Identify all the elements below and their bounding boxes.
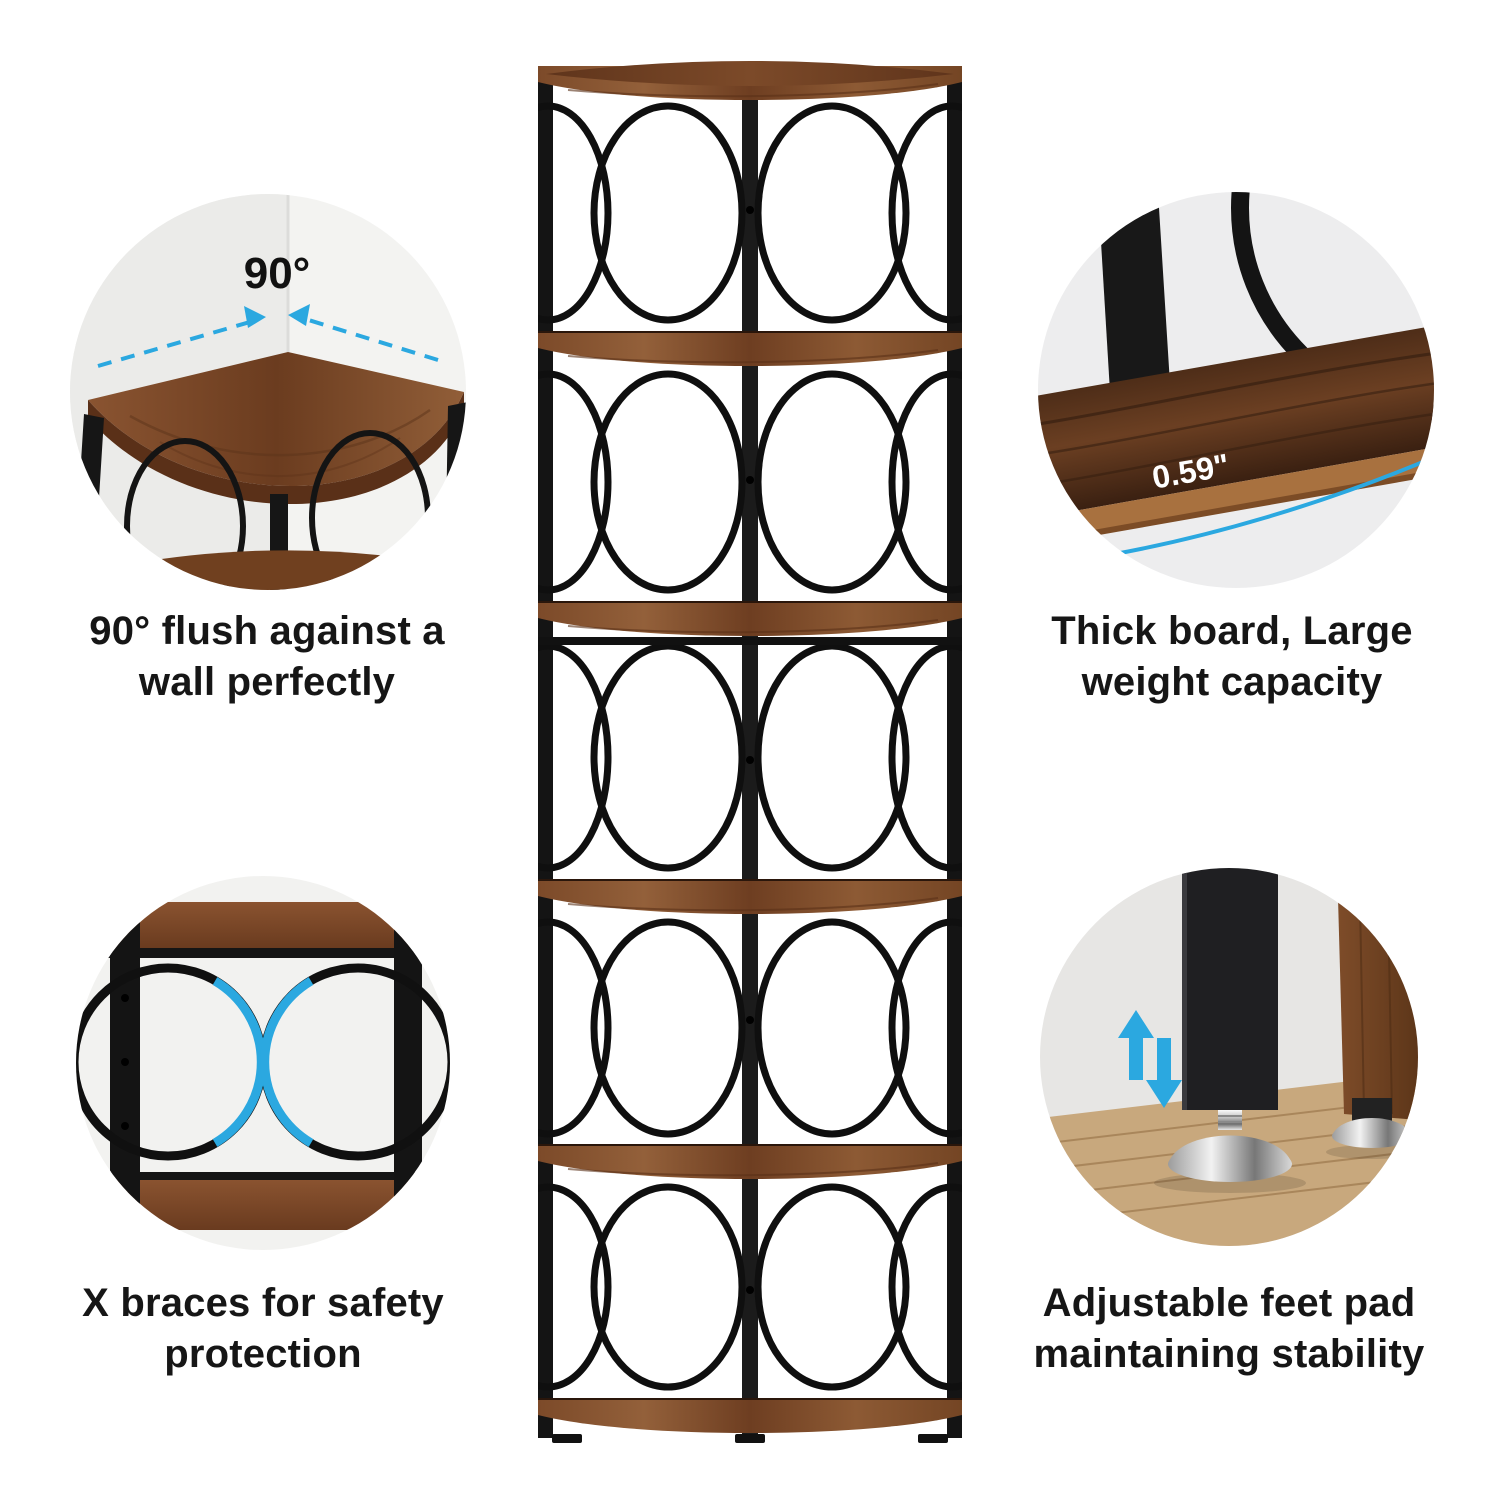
angle-dashed-lines-icon	[97, 304, 439, 368]
up-down-arrows-icon	[1118, 1010, 1182, 1108]
caption-line: 90° flush against a	[89, 609, 445, 653]
wood-panel	[1338, 888, 1418, 1120]
angle-annotation: 90°	[244, 249, 311, 298]
caption-bottom-left: X braces for safety protection	[33, 1278, 493, 1380]
caption-top-right: Thick board, Large weight capacity	[1002, 606, 1462, 708]
shelf-screws	[746, 206, 754, 1294]
caption-line: protection	[164, 1331, 362, 1376]
inset-thick-board: 0.59"	[1038, 192, 1434, 588]
caption-bottom-right: Adjustable feet pad maintaining stabilit…	[999, 1278, 1459, 1380]
thick-board: 0.59"	[1038, 314, 1434, 572]
desk-leg	[1182, 868, 1278, 1110]
shelf-feet	[552, 1434, 948, 1443]
caption-top-left: 90° flush against a wall perfectly	[37, 606, 497, 708]
caption-line: X braces for safety	[82, 1281, 444, 1325]
corner-shelf-product-image	[538, 61, 962, 1443]
caption-line: Adjustable feet pad	[1042, 1281, 1416, 1325]
inset-x-braces	[76, 876, 450, 1250]
caption-line: maintaining stability	[1033, 1331, 1425, 1376]
adjustable-foot	[1154, 1110, 1306, 1193]
x-brace-highlight-icon	[212, 977, 314, 1147]
shelf-ring-panels	[538, 102, 962, 1391]
caption-line: Thick board, Large	[1051, 609, 1413, 653]
corner-shelf-top	[88, 352, 464, 505]
shelf-joint-rail	[538, 637, 962, 645]
inset-adjustable-feet	[1040, 868, 1418, 1246]
shelf-frame-posts	[538, 66, 962, 1438]
caption-line: weight capacity	[1081, 659, 1383, 704]
shelf-wood-boards	[538, 61, 962, 1433]
inset-90-degree-corner: 90°	[70, 194, 466, 590]
caption-line: wall perfectly	[138, 659, 396, 704]
